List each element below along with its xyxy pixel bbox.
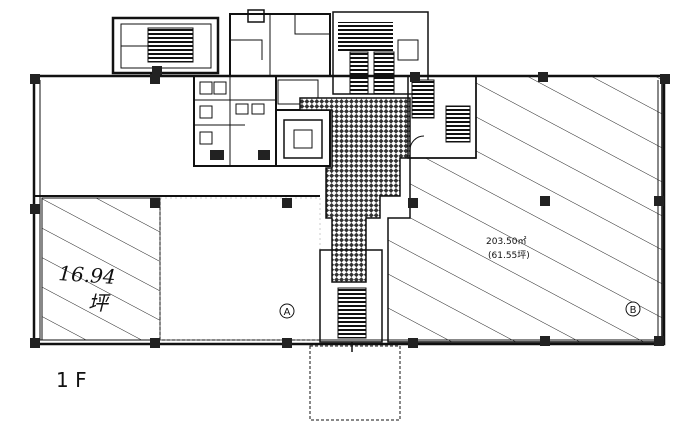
entrance-canopy-outline <box>309 345 401 421</box>
unit-a-handwritten-unit: 坪 <box>88 291 111 315</box>
common-corridor <box>299 97 411 283</box>
unit-b-marker-letter: B <box>630 305 637 316</box>
unit-a-open-zone <box>159 197 321 341</box>
floor-label: 1 F <box>56 368 87 392</box>
main-stairwell-top <box>332 11 429 95</box>
elevator-core <box>275 79 331 167</box>
unit-a-marker-letter: A <box>284 307 291 318</box>
unit-b-area-label: 203.50㎡ <box>486 236 527 247</box>
unit-a-area <box>41 197 161 341</box>
stair-annex-top-left <box>111 16 220 76</box>
unit-a-marker: A <box>279 303 295 319</box>
unit-b-area-tsubo-label: (61.55坪) <box>488 250 530 261</box>
structural-columns <box>30 72 670 348</box>
entrance-stair <box>319 249 383 352</box>
restroom-core <box>193 75 277 167</box>
unit-b-marker: B <box>625 301 641 317</box>
unit-a-handwritten-area: 16.94 <box>58 261 117 289</box>
upper-service-rooms <box>229 9 331 77</box>
unit-b-area <box>387 75 663 343</box>
stair-block-right <box>407 75 477 159</box>
